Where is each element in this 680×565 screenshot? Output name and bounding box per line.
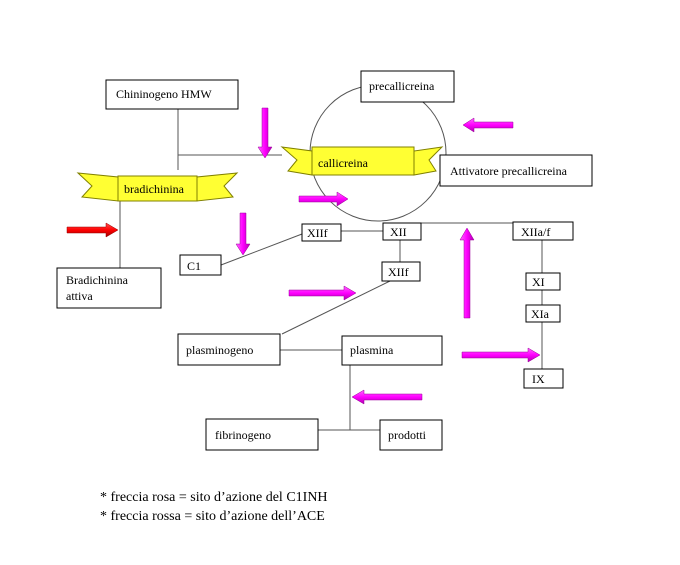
xiif-mid-node: XIIf [381,261,421,282]
chininogeno-node: Chininogeno HMW [105,79,239,110]
attivatore-node: Attivatore precallicreina [439,154,593,187]
pink-arrow-right-3 [461,347,541,363]
pink-arrow-down-1 [257,107,273,159]
xi-label: XI [532,275,545,289]
legend-line-2: * freccia rossa = sito d’azione dell’ACE [100,509,325,524]
bradichinina-label: bradichinina [124,182,185,196]
pink-arrow-up-1 [459,227,475,319]
xii-node: XII [382,222,422,241]
xiif-mid-label: XIIf [388,265,409,279]
pink-arrow-down-2 [235,212,251,256]
attivatore-label: Attivatore precallicreina [450,164,568,178]
pink-arrows [235,107,541,405]
ix-label: IX [532,372,545,386]
bradichinina-attiva-label-line1: Bradichinina [66,273,129,287]
plasminogeno-label: plasminogeno [186,343,253,357]
xiif-top-node: XIIf [301,223,342,242]
red-arrow-right [66,222,119,238]
xiiaf-label: XIIa/f [521,225,550,239]
xia-label: XIa [531,307,550,321]
bradichinina-attiva-label-line2: attiva [66,289,93,303]
fibrinogeno-node: fibrinogeno [205,418,319,451]
pink-arrow-left-1 [462,117,514,133]
prodotti-node: prodotti [379,419,443,451]
connector-lines [119,109,543,431]
pink-arrow-right-2 [288,285,357,301]
callicreina-label: callicreina [318,156,369,170]
prodotti-label: prodotti [388,428,427,442]
xia-node: XIa [525,304,561,323]
chininogeno-label: Chininogeno HMW [116,87,212,101]
c1-node: C1 [179,254,222,276]
legend-line-1: * freccia rosa = sito d’azione del C1INH [100,490,328,505]
xiiaf-node: XIIa/f [512,221,574,241]
xiif-top-label: XIIf [307,226,328,240]
fibrinogeno-label: fibrinogeno [215,428,271,442]
xii-label: XII [390,225,407,239]
precallicreina-label: precallicreina [369,79,435,93]
legend: * freccia rosa = sito d’azione del C1INH… [100,490,328,524]
bradichinina-ribbon: bradichinina [76,172,239,202]
c1-label: C1 [187,259,201,273]
pink-arrow-left-2 [351,389,423,405]
ix-node: IX [523,368,564,389]
plasmina-label: plasmina [350,343,394,357]
plasminogeno-node: plasminogeno [177,333,281,366]
plasmina-node: plasmina [341,335,443,366]
bradichinina-attiva-node: Bradichinina attiva [56,267,162,309]
callicreina-ribbon: callicreina [280,146,444,176]
xi-node: XI [525,272,561,291]
pink-arrow-right-1 [298,191,349,207]
precallicreina-node: precallicreina [360,70,455,103]
